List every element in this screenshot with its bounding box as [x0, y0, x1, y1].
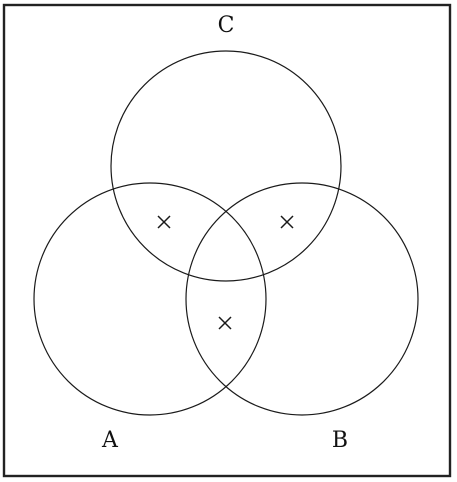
universal-set-frame [2, 3, 452, 478]
set-b-label: B [332, 428, 348, 453]
set-b-circle [185, 182, 419, 416]
cross-mark-a-and-c [157, 215, 171, 229]
set-a-label: A [101, 428, 119, 453]
cross-mark-b-and-c [280, 215, 294, 229]
set-c-circle [110, 50, 342, 282]
set-c-label: C [218, 13, 235, 38]
cross-mark-a-and-b [218, 316, 232, 330]
set-a-circle [33, 182, 267, 416]
